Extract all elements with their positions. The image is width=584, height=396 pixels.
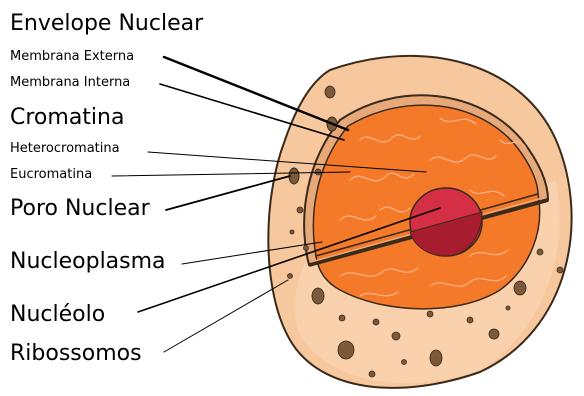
label-membrana-externa: Membrana Externa <box>10 49 134 64</box>
label-cromatina: Cromatina <box>10 105 124 130</box>
label-heterocromatina: Heterocromatina <box>10 141 120 156</box>
label-membrana-interna: Membrana Interna <box>10 75 130 90</box>
leader-ribossomos <box>164 280 288 352</box>
label-eucromatina: Eucromatina <box>10 167 92 182</box>
label-nucleolo: Nucléolo <box>10 302 105 327</box>
label-envelope-nuclear: Envelope Nuclear <box>10 11 204 36</box>
label-ribossomos: Ribossomos <box>10 341 142 366</box>
label-nucleoplasma: Nucleoplasma <box>10 249 166 274</box>
label-poro-nuclear: Poro Nuclear <box>10 196 151 221</box>
